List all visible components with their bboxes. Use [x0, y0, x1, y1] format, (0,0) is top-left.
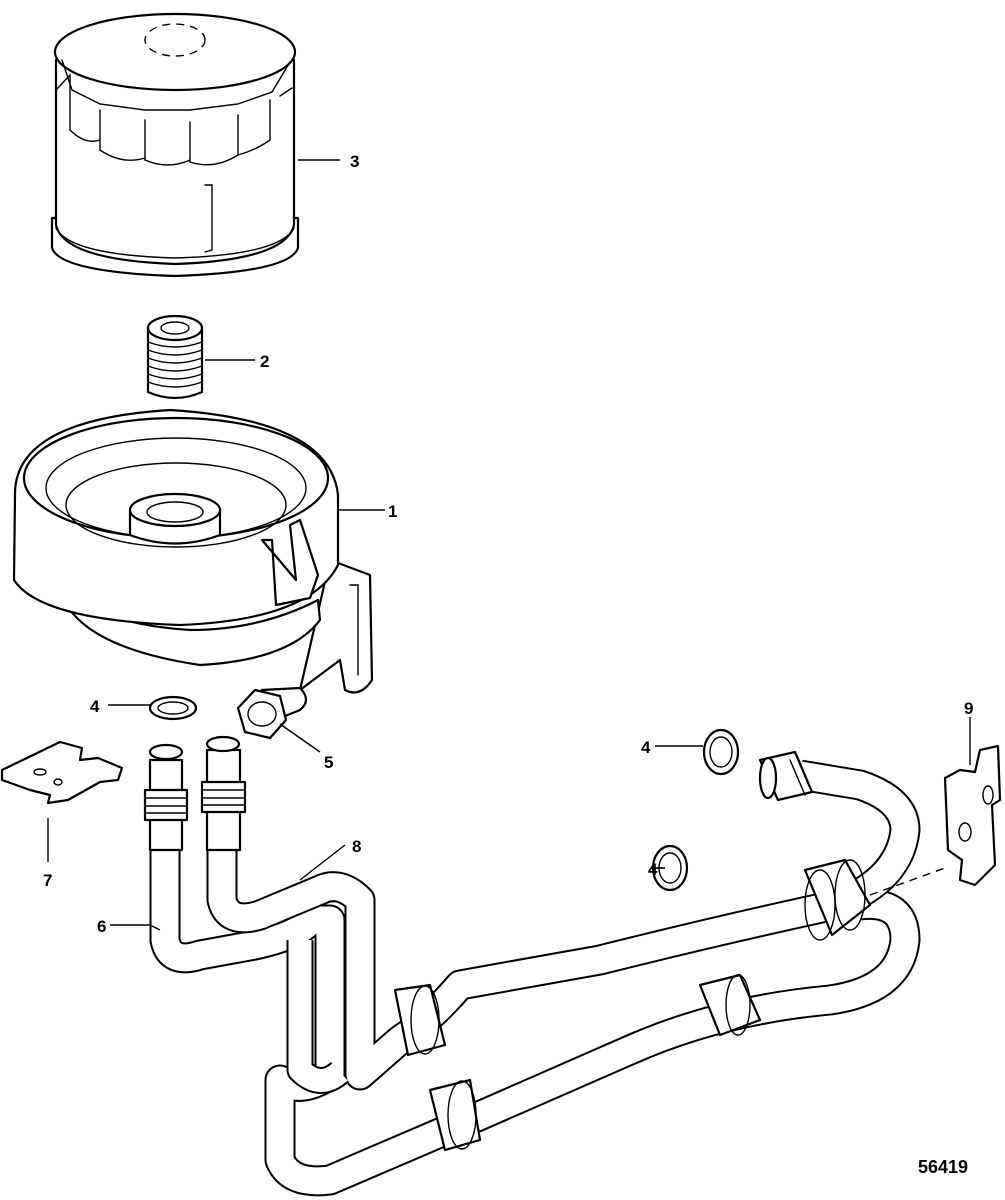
callout-4-left: 4: [90, 697, 100, 716]
o-ring-right-upper: [702, 728, 740, 776]
hose-assembly: [143, 735, 946, 1197]
callout-2: 2: [260, 352, 269, 371]
mounting-plate-right: [943, 744, 1002, 887]
figure-number: 56419: [918, 1157, 968, 1177]
callout-4-right-upper: 4: [641, 738, 651, 757]
mounting-plate-left: [0, 740, 124, 805]
threaded-fitting: [146, 314, 204, 400]
callout-1: 1: [388, 502, 397, 521]
filter-adapter-housing: [12, 408, 374, 694]
callout-4-right-lower: 4: [648, 860, 658, 879]
callout-7: 7: [43, 871, 52, 890]
callout-8: 8: [352, 837, 361, 856]
oil-filter: [50, 12, 300, 278]
bolt: [236, 686, 308, 740]
callout-9: 9: [964, 699, 973, 718]
o-ring-upper-left: [148, 695, 198, 721]
callout-3: 3: [350, 152, 359, 171]
callout-6: 6: [97, 917, 106, 936]
callout-5: 5: [324, 753, 333, 772]
